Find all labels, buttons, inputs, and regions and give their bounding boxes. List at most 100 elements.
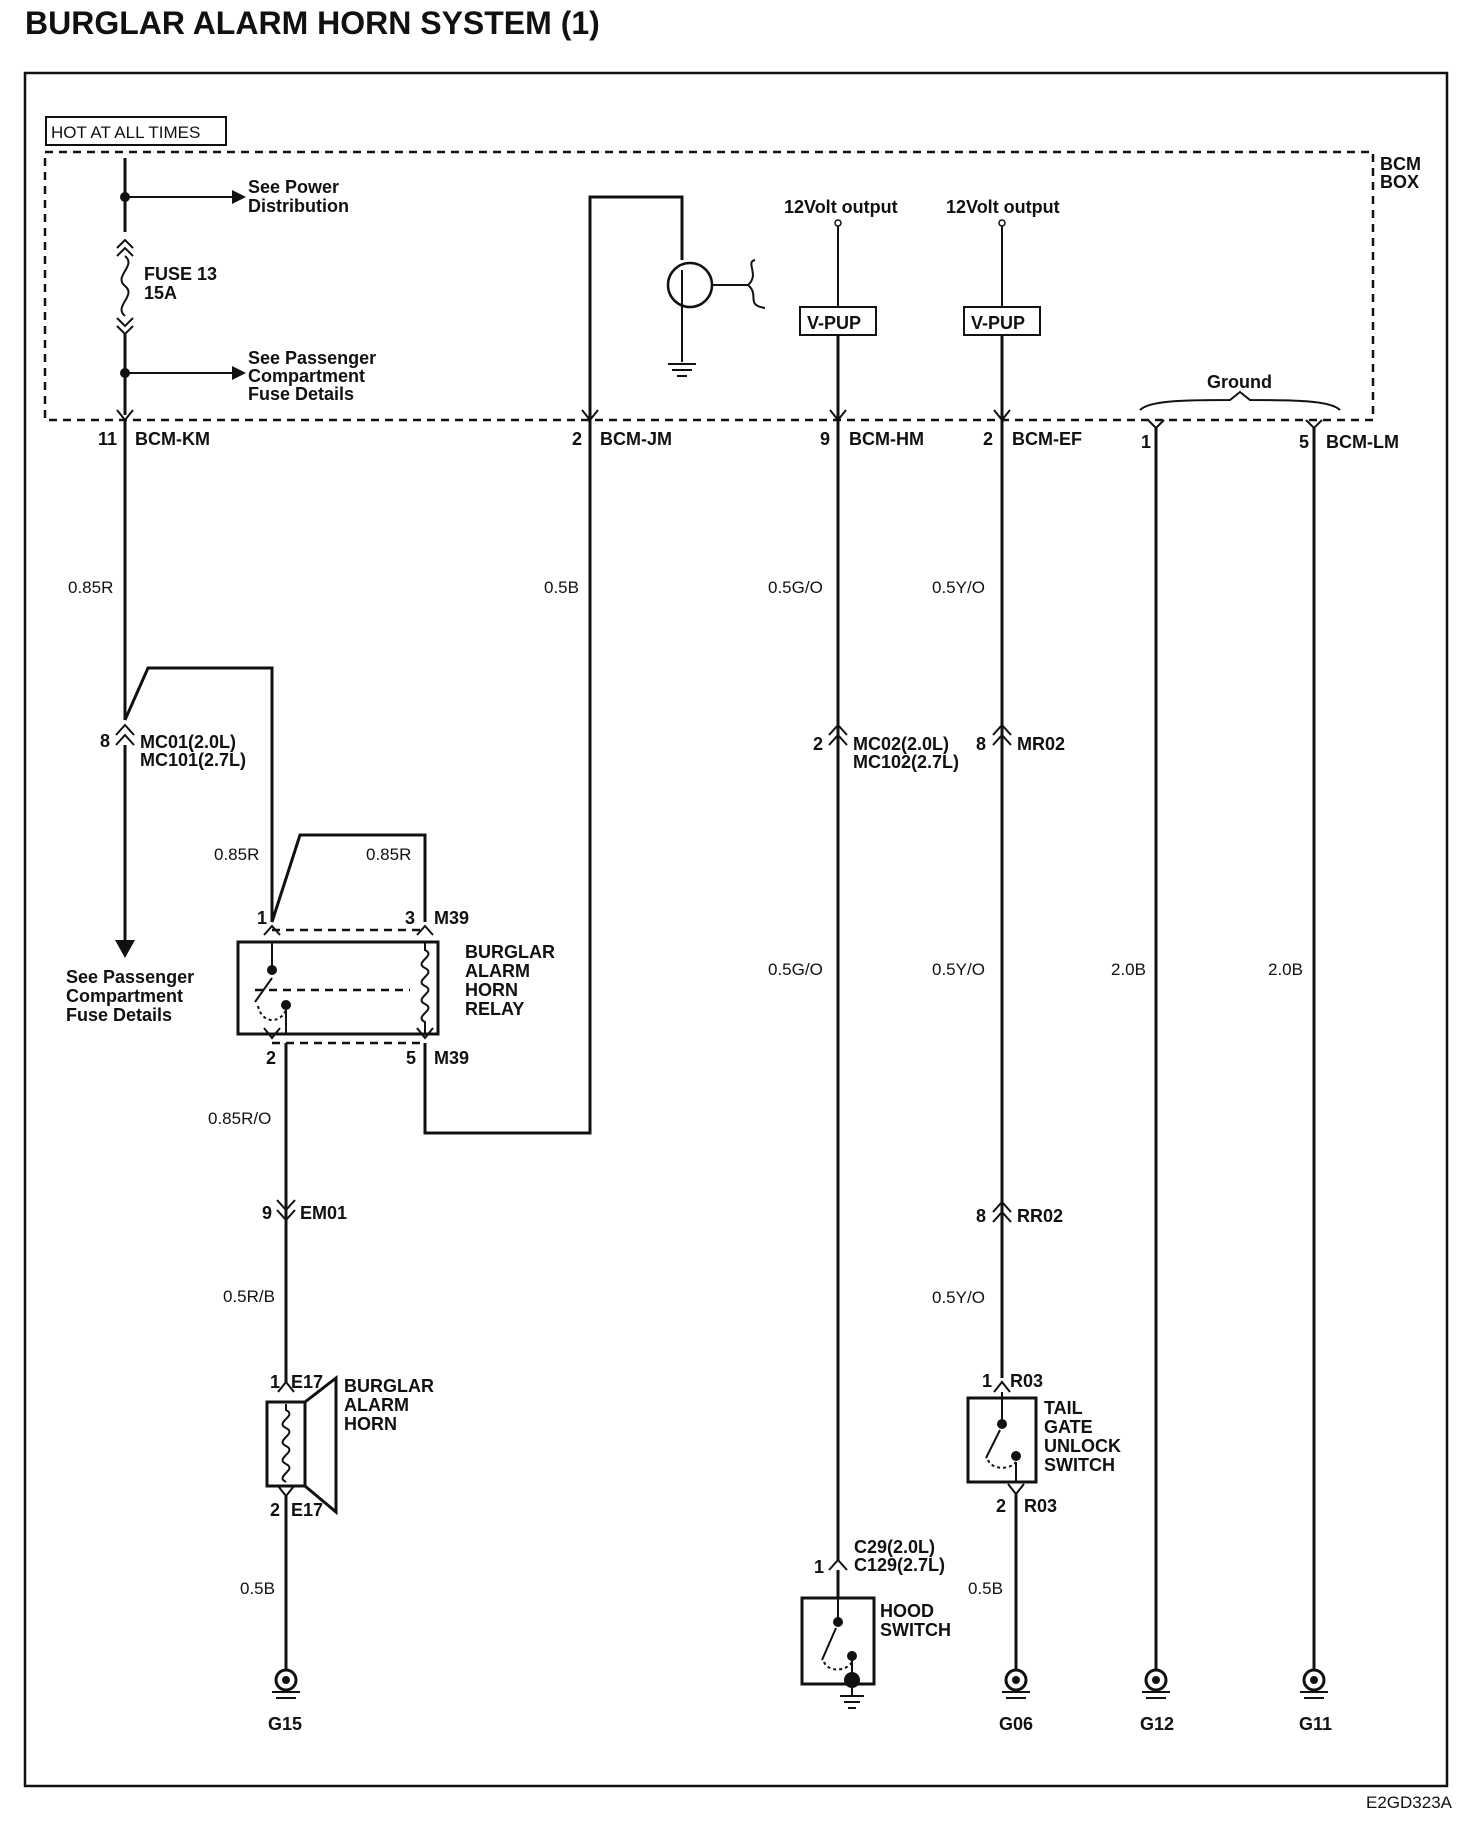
mc02-line-1: MC02(2.0L) [853, 734, 949, 754]
ground-label: Ground [1207, 372, 1272, 392]
tailgate-contact-dot [1011, 1451, 1021, 1461]
arrow-right-icon [232, 366, 246, 380]
relay-feed-wire [123, 666, 274, 922]
see-passenger-fuse-bottom-2: Compartment [66, 986, 183, 1006]
tailgate-conn-bottom: R03 [1024, 1496, 1057, 1516]
fuse-element-icon [120, 255, 130, 317]
v-pup-ef-label: V-PUP [971, 313, 1025, 333]
tailgate-conn-top: R03 [1010, 1371, 1043, 1391]
mc01-line-2: MC101(2.7L) [140, 750, 246, 770]
diagram-frame [23, 71, 1449, 1788]
see-passenger-fuse-3: Fuse Details [248, 384, 354, 404]
hood-contact-dot [833, 1617, 843, 1627]
relay-coil-icon [420, 942, 430, 1034]
ground-label-g15: G15 [268, 1714, 302, 1734]
wire-label-0-85r-relay-left: 0.85R [214, 845, 259, 864]
wire-0-5b-jm [423, 420, 592, 1135]
relay-connector-top-icon [263, 924, 434, 936]
v-pup-hm-label: V-PUP [807, 313, 861, 333]
see-power-distribution-2: Distribution [248, 196, 349, 216]
ground-bracket [1139, 390, 1341, 411]
relay-name-1: BURGLAR [465, 942, 555, 962]
wire-label-0-5yo-2: 0.5Y/O [932, 960, 985, 979]
wire-label-0-5yo-3: 0.5Y/O [932, 1288, 985, 1307]
rr02-name: RR02 [1017, 1206, 1063, 1226]
wire-label-2-0b-g11: 2.0B [1268, 960, 1303, 979]
ground-g15 [272, 1668, 300, 1699]
horn-coil-icon [281, 1404, 291, 1483]
c29-line-2: C129(2.7L) [854, 1555, 945, 1575]
wire-label-0-5go-1: 0.5G/O [768, 578, 823, 597]
connector-icon [829, 409, 847, 422]
ground-g06 [1002, 1668, 1030, 1699]
bcm-lm-pin: 5 [1299, 432, 1309, 452]
twelve-volt-output-hm: 12Volt output [784, 197, 898, 217]
bcm-lm-name: BCM-LM [1326, 432, 1399, 452]
arrow-right-icon [232, 190, 246, 204]
see-power-distribution-1: See Power [248, 177, 339, 197]
tailgate-pin-2: 2 [996, 1496, 1006, 1516]
v-pup-ef [963, 306, 1041, 336]
relay-armature-icon [257, 1005, 287, 1021]
hood-contact-dot [847, 1651, 857, 1661]
ground-icon [668, 363, 696, 377]
arrow-down-icon [115, 940, 135, 958]
relay-switch-blade-icon [254, 977, 273, 1003]
ground-label-g06: G06 [999, 1714, 1033, 1734]
tailgate-name-1: TAIL [1044, 1398, 1083, 1418]
mc01-pin: 8 [100, 731, 110, 751]
horn-name-1: BURGLAR [344, 1376, 434, 1396]
bcm-jm-pin: 2 [572, 429, 582, 449]
bcm-box-boundary [43, 150, 1375, 422]
relay-pin-1: 1 [257, 908, 267, 928]
wire-label-0-5yo-1: 0.5Y/O [932, 578, 985, 597]
ground-label-g11: G11 [1299, 1714, 1332, 1734]
hood-name-2: SWITCH [880, 1620, 951, 1640]
rr02-pin: 8 [976, 1206, 986, 1226]
bcm-ground-pin-1: 1 [1141, 432, 1151, 452]
bcm-km-pin: 11 [98, 429, 117, 449]
horn-pin-2: 2 [270, 1500, 280, 1520]
hood-ground-dot [844, 1672, 860, 1688]
c29-connector-icon [828, 1558, 848, 1571]
mr02-connector-icon [992, 723, 1012, 746]
fuse-label-1: FUSE 13 [144, 264, 217, 284]
hood-armature-icon [823, 1661, 853, 1671]
c29-line-1: C29(2.0L) [854, 1537, 935, 1557]
relay-pin-2: 2 [266, 1048, 276, 1068]
mr02-pin: 8 [976, 734, 986, 754]
relay-name-4: RELAY [465, 999, 524, 1019]
horn-conn-bottom: E17 [291, 1500, 323, 1520]
horn-bell-icon [304, 1374, 338, 1516]
connector-icon [993, 409, 1011, 422]
transistor-icon [666, 261, 714, 309]
tailgate-pin-1: 1 [982, 1371, 992, 1391]
hood-switch-blade-icon [821, 1627, 837, 1661]
hot-at-all-times-label: HOT AT ALL TIMES [51, 123, 200, 142]
bcm-ef-name: BCM-EF [1012, 429, 1082, 449]
output-terminal [998, 219, 1006, 227]
ground-icon [840, 1688, 864, 1709]
horn-pin-1: 1 [270, 1372, 280, 1392]
em01-connector-icon [276, 1199, 296, 1222]
bcm-km-name: BCM-KM [135, 429, 210, 449]
r03-connector-icon [1007, 1483, 1025, 1496]
tailgate-contact-dot [997, 1419, 1007, 1429]
relay-conn-top: M39 [434, 908, 469, 928]
signal-wave-icon [747, 259, 766, 309]
see-passenger-fuse-bottom-3: Fuse Details [66, 1005, 172, 1025]
bcm-jm-internal-wire [588, 195, 684, 420]
e17-connector-icon [277, 1380, 295, 1393]
mc01-connector-icon [115, 723, 135, 746]
horn-name-3: HORN [344, 1414, 397, 1434]
tailgate-name-2: GATE [1044, 1417, 1093, 1437]
burglar-alarm-horn-relay [236, 940, 440, 1036]
em01-pin: 9 [262, 1203, 272, 1223]
fuse-label-2: 15A [144, 283, 177, 303]
fuse-connector-bottom-icon [116, 317, 134, 336]
wire-label-0-85r: 0.85R [68, 578, 113, 597]
output-terminal [834, 219, 842, 227]
wire-label-0-5b-g15: 0.5B [240, 1579, 275, 1598]
relay-name-3: HORN [465, 980, 518, 1000]
